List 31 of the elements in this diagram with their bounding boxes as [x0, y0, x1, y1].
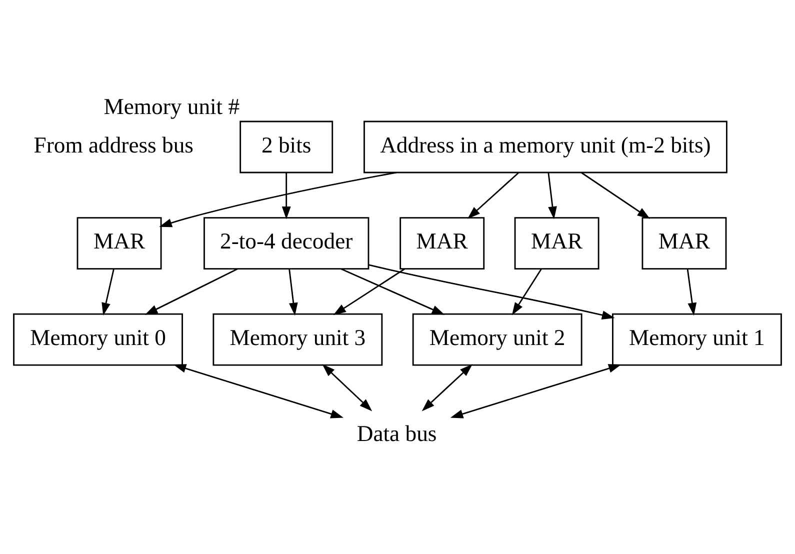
node-box: Memory unit 0: [13, 312, 183, 366]
label: From address bus: [34, 132, 194, 157]
node-box: MAR: [400, 216, 485, 269]
arrow: [467, 172, 519, 218]
arrow: [686, 268, 697, 316]
arrow: [368, 264, 615, 319]
node-text: Data bus: [356, 420, 437, 446]
arrow: [333, 268, 405, 315]
node-box: Address in a memory unit (m-2 bits): [364, 120, 728, 173]
node-label: Memory unit #: [104, 94, 240, 119]
arrow: [422, 364, 472, 411]
arrow: [450, 364, 622, 418]
node-box: Memory unit 2: [412, 312, 582, 366]
node-box: 2 bits: [240, 120, 334, 173]
arrow: [144, 268, 238, 314]
arrow: [282, 172, 291, 219]
arrow: [102, 268, 114, 316]
node-box: MAR: [76, 216, 162, 269]
arrow: [581, 172, 650, 218]
arrow: [548, 172, 557, 219]
node-box: MAR: [514, 216, 600, 269]
node-box: MAR: [642, 216, 727, 269]
arrow: [288, 268, 298, 316]
node-box: Memory unit 3: [212, 312, 383, 366]
arrow: [340, 268, 445, 314]
arrow: [159, 171, 397, 227]
arrow: [322, 364, 372, 411]
arrow: [512, 268, 542, 315]
arrow: [173, 364, 344, 418]
node-box: Memory unit 1: [612, 312, 782, 366]
node-box: 2-to-4 decoder: [204, 216, 370, 269]
